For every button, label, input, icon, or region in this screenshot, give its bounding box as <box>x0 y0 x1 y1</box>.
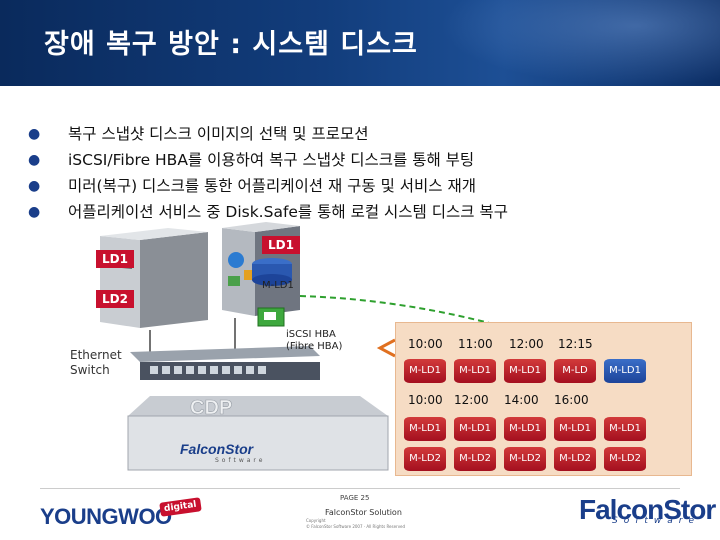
ld1-label: LD1 <box>96 250 134 268</box>
falconstor-logo: FalconStor <box>579 494 716 525</box>
snapshot-disk: M-LD <box>554 359 596 383</box>
snapshot-panel: 10:00 11:00 12:00 12:15 M-LD1 M-LD1 M-LD… <box>395 322 692 476</box>
ethernet-label: Ethernet Switch <box>70 348 122 377</box>
snapshot-disk: M-LD1 <box>504 359 546 383</box>
mld1-label: M-LD1 <box>262 280 294 291</box>
bullet-icon: ● <box>28 152 41 168</box>
mirror-disk: M-LD1 <box>454 417 496 441</box>
bullet-icon: ● <box>28 178 41 194</box>
title-bar: 장애 복구 방안 : 시스템 디스크 <box>0 0 720 86</box>
falconstor-logo-sub: Software <box>612 516 701 526</box>
bullet-item: ●복구 스냅샷 디스크 이미지의 선택 및 프로모션 <box>28 121 508 147</box>
bullet-list: ●복구 스냅샷 디스크 이미지의 선택 및 프로모션 ●iSCSI/Fibre … <box>28 121 508 225</box>
top-time: 11:00 <box>458 337 493 351</box>
footer-solution: FalconStor Solution <box>325 508 402 517</box>
top-time: 12:00 <box>509 337 544 351</box>
mirror-disk: M-LD1 <box>404 417 446 441</box>
cdp-appliance-icon: CDP <box>127 396 389 471</box>
bullet-icon: ● <box>28 204 41 220</box>
bottom-time: 10:00 <box>408 393 443 407</box>
footer-copyright: Copyright © FalconStor Software 2007 · A… <box>306 518 406 529</box>
bullet-item: ●어플리케이션 서비스 중 Disk.Safe를 통해 로컬 시스템 디스크 복… <box>28 199 508 225</box>
mirror-disk: M-LD2 <box>554 447 596 471</box>
bottom-time: 16:00 <box>554 393 589 407</box>
footer-divider <box>40 488 680 489</box>
bullet-icon: ● <box>28 126 41 142</box>
ld1-app-label: LD1 <box>262 236 300 254</box>
mirror-disk: M-LD1 <box>504 417 546 441</box>
snapshot-disk: M-LD1 <box>454 359 496 383</box>
mirror-disk: M-LD2 <box>454 447 496 471</box>
page-number: PAGE 25 <box>340 494 370 502</box>
hba-card-icon <box>257 307 285 327</box>
slide-title: 장애 복구 방안 : 시스템 디스크 <box>44 29 418 60</box>
mirror-disk: M-LD2 <box>604 447 646 471</box>
mirror-disk: M-LD1 <box>604 417 646 441</box>
top-time: 10:00 <box>408 337 443 351</box>
hba-label: iSCSI HBA (Fibre HBA) <box>286 329 343 352</box>
youngwoo-logo: YOUNGWOO <box>40 504 172 529</box>
mirror-disk: M-LD2 <box>404 447 446 471</box>
svg-text:CDP: CDP <box>190 397 232 419</box>
bottom-time: 12:00 <box>454 393 489 407</box>
top-time: 12:15 <box>558 337 593 351</box>
cdp-sub: Software <box>215 457 266 464</box>
header-glow <box>440 0 720 86</box>
bullet-item: ●미러(복구) 디스크를 통한 어플리케이션 재 구동 및 서비스 재개 <box>28 173 508 199</box>
mirror-disk: M-LD1 <box>554 417 596 441</box>
snapshot-disk: M-LD1 <box>604 359 646 383</box>
cdp-brand: FalconStor <box>180 441 254 457</box>
server-tower-icon <box>100 228 208 328</box>
bottom-time: 14:00 <box>504 393 539 407</box>
snapshot-disk: M-LD1 <box>404 359 446 383</box>
ld2-label: LD2 <box>96 290 134 308</box>
ethernet-switch-icon <box>130 346 320 380</box>
mirror-disk: M-LD2 <box>504 447 546 471</box>
bullet-item: ●iSCSI/Fibre HBA를 이용하여 복구 스냅샷 디스크를 통해 부팅 <box>28 147 508 173</box>
